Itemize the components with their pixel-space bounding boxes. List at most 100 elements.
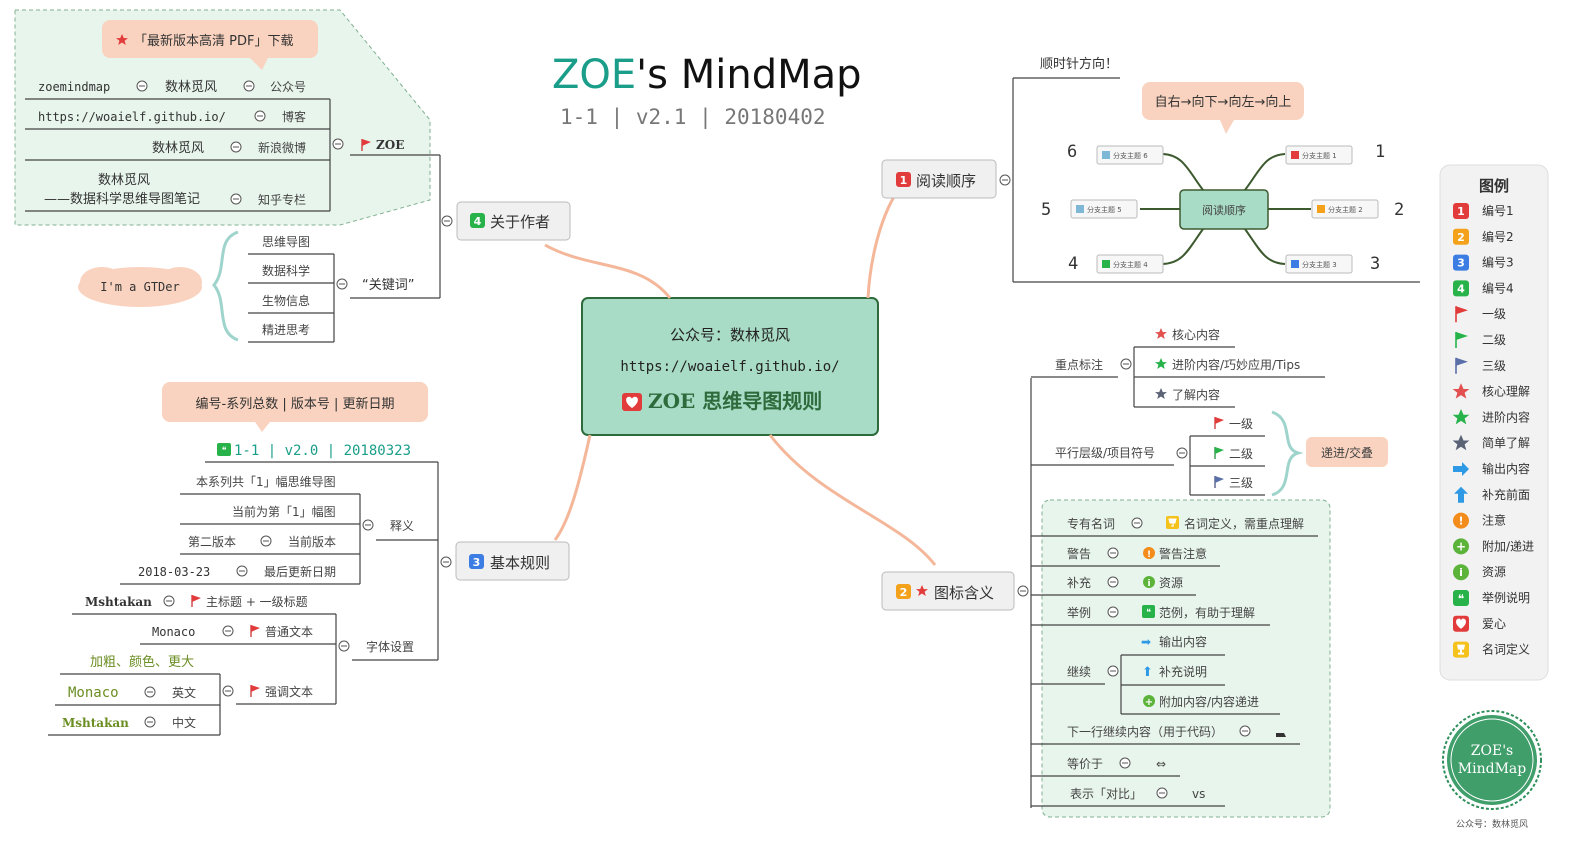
- svg-text:❝: ❝: [1458, 592, 1464, 606]
- key-item: 进阶内容/巧妙应用/Tips: [1172, 357, 1300, 372]
- explain-label: 释义: [390, 519, 414, 533]
- progressive-text: 递进/交叠: [1321, 445, 1373, 460]
- font-desc: 主标题 + 一级标题: [206, 595, 308, 609]
- legend-item: 简单了解: [1452, 434, 1530, 451]
- svg-text:❝: ❝: [1146, 608, 1151, 618]
- legend-item: 三级: [1455, 357, 1506, 374]
- svg-text:3: 3: [1370, 254, 1380, 274]
- num-2-icon: 2: [1453, 228, 1469, 245]
- svg-text:2: 2: [1394, 200, 1404, 220]
- svg-text:!: !: [1458, 515, 1463, 528]
- gtder-cloud: I'm a GTDer: [78, 267, 202, 307]
- center-title: ZOE 思维导图规则: [648, 389, 822, 413]
- about-row-value: ——数据科学思维导图笔记: [44, 191, 200, 207]
- svg-text:+: +: [1456, 539, 1466, 553]
- app-title: ZOE's MindMap: [552, 52, 862, 98]
- trophy-icon: [1166, 516, 1179, 529]
- svg-text:1: 1: [900, 174, 908, 187]
- explain-row: 2018-03-23: [138, 565, 210, 579]
- branch-6: 分支主题 6 6: [1067, 142, 1164, 165]
- about-node[interactable]: 4 关于作者: [456, 201, 571, 241]
- icon-row-desc: 警告注意: [1159, 546, 1207, 561]
- about-row-value: 数林觅风: [98, 173, 150, 188]
- legend-item-label: 补充前面: [1482, 487, 1530, 502]
- seal-badge: ZOE's MindMap 公众号：数林觅风: [1442, 710, 1542, 830]
- star-red-icon: [1452, 383, 1470, 399]
- font-desc: 英文: [172, 685, 196, 700]
- compare-symbol: vs: [1192, 787, 1205, 801]
- basic-section: 编号-系列总数 | 版本号 | 更新日期 ❝ 1-1 | v2.0 | 2018…: [48, 382, 570, 736]
- flag-green-icon: [1455, 332, 1468, 348]
- equal-label: 等价于: [1067, 757, 1103, 771]
- legend-item-label: 附加/递进: [1482, 539, 1534, 553]
- reading-node[interactable]: 1 阅读顺序: [881, 159, 997, 199]
- arrow-right-icon: ➡: [1141, 635, 1151, 649]
- basic-callout: [162, 382, 428, 422]
- continue-item: 附加内容/内容递进: [1159, 694, 1259, 709]
- explain-tag: 当前版本: [288, 534, 336, 549]
- legend-item: 2 编号2: [1453, 228, 1514, 245]
- about-section: 「最新版本高清 PDF」下载 zoemindmap 数林觅风 公众号 https…: [14, 9, 571, 343]
- center-line-1: 公众号：数林觅风: [670, 326, 790, 344]
- icons-node[interactable]: 2 图标含义: [881, 571, 1015, 611]
- legend-item-label: 名词定义: [1482, 642, 1530, 657]
- quote-icon: ❝: [1453, 590, 1469, 606]
- font-monaco: Monaco: [152, 625, 195, 639]
- legend-item-label: 举例说明: [1482, 590, 1530, 605]
- trophy-icon: [1453, 641, 1469, 658]
- about-row-value: 数林觅风: [152, 141, 204, 156]
- legend-item: 补充前面: [1454, 486, 1530, 503]
- branch-1: 分支主题 1 1: [1285, 142, 1385, 165]
- plus-icon: +: [1143, 695, 1155, 708]
- branch-5: 分支主题 5 5: [1041, 199, 1138, 220]
- svg-text:3: 3: [473, 556, 481, 569]
- pdf-callout[interactable]: [102, 20, 318, 58]
- svg-text:2: 2: [1457, 231, 1465, 244]
- flag-red-icon: [1455, 306, 1468, 323]
- font-desc: 中文: [172, 715, 196, 730]
- main-links: [544, 194, 937, 566]
- reading-section: 1 阅读顺序 顺时针方向！ 自右→向下→向左→向上 阅读顺序 分支主题 1 1: [881, 56, 1420, 283]
- return-icon: [1276, 733, 1286, 737]
- arrow-up-icon: [1454, 486, 1468, 503]
- star-red-icon: [1155, 328, 1167, 339]
- svg-text:❝: ❝: [222, 446, 227, 456]
- legend-item-label: 编号1: [1482, 203, 1514, 218]
- legend-item: 进阶内容: [1452, 409, 1530, 425]
- version-line: 1-1 | v2.0 | 20180323: [234, 443, 411, 459]
- quote-icon: [217, 443, 231, 456]
- seal-line-1: ZOE's: [1471, 743, 1513, 759]
- font-label: 字体设置: [366, 639, 414, 654]
- icon-row-desc: 名词定义，需重点理解: [1184, 516, 1304, 531]
- icon-row-desc: 资源: [1159, 576, 1183, 590]
- flag-blue-icon: [1455, 357, 1468, 374]
- svg-text:分支主题 4: 分支主题 4: [1113, 260, 1148, 269]
- legend-item-label: 编号4: [1482, 280, 1514, 295]
- branch-4: 分支主题 4 4: [1068, 254, 1164, 274]
- basic-node-label: 基本规则: [490, 554, 550, 572]
- direction-text: 自右→向下→向左→向上: [1155, 94, 1292, 110]
- quote-icon: ❝: [1142, 605, 1155, 618]
- title-block: ZOE's MindMap 1-1 | v2.1 | 20180402: [552, 52, 862, 130]
- basic-node[interactable]: 3 基本规则: [455, 541, 570, 581]
- info-icon: i: [1453, 564, 1469, 581]
- legend-title: 图例: [1479, 177, 1509, 195]
- svg-text:3: 3: [1457, 257, 1465, 270]
- svg-text:分支主题 5: 分支主题 5: [1087, 205, 1122, 214]
- key-item: 核心内容: [1172, 327, 1220, 342]
- svg-text:分支主题 6: 分支主题 6: [1113, 151, 1148, 160]
- legend-item-label: 编号2: [1482, 229, 1514, 244]
- about-node-label: 关于作者: [490, 213, 550, 231]
- font-monaco-emph: Monaco: [68, 685, 119, 701]
- level-label: 平行层级/项目符号: [1055, 445, 1155, 460]
- legend-item-label: 二级: [1482, 333, 1506, 347]
- arrow-right-icon: [1453, 462, 1469, 476]
- legend-item-label: 爱心: [1482, 617, 1506, 631]
- center-node[interactable]: 公众号：数林觅风 https://woaielf.github.io/ ZOE …: [581, 297, 879, 436]
- about-row-tag: 知乎专栏: [258, 192, 306, 207]
- font-desc: 强调文本: [265, 684, 313, 699]
- legend-item: 一级: [1455, 306, 1506, 323]
